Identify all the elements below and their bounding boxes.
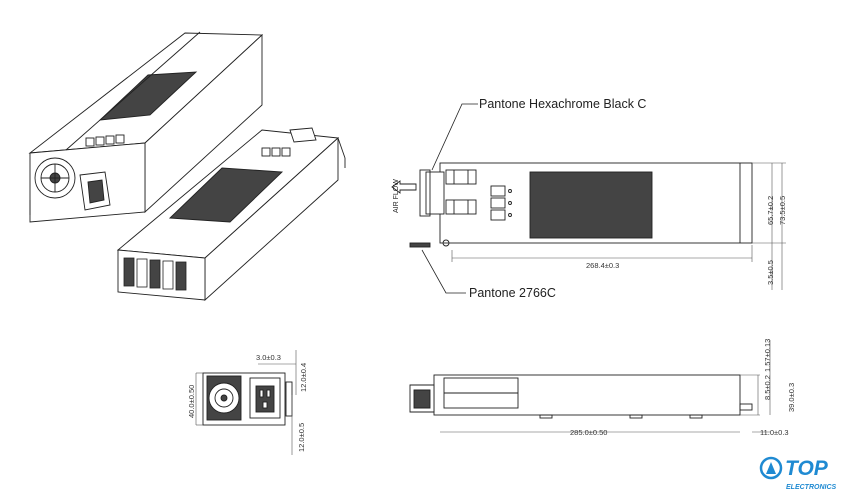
top-electronics-logo: TOP ELECTRONICS bbox=[759, 456, 837, 491]
side-view-dim-lines bbox=[440, 340, 771, 433]
airflow-label: AIR FLOW bbox=[393, 179, 400, 213]
dim-side-mid: 8.5±0.2 bbox=[763, 375, 772, 400]
dim-offset: 3.5±0.5 bbox=[766, 260, 775, 285]
logo-main: TOP bbox=[785, 457, 829, 480]
dim-side-height: 39.0±0.3 bbox=[787, 383, 796, 412]
dim-length-side: 285.0±0.50 bbox=[570, 428, 607, 437]
isometric-psu-front bbox=[116, 127, 346, 302]
dim-length-top: 268.4±0.3 bbox=[586, 261, 619, 270]
front-view-dim-lines bbox=[195, 350, 297, 455]
dim-side-top: 1.57±0.13 bbox=[763, 339, 772, 372]
side-view bbox=[409, 374, 753, 419]
callout-bottom: Pantone 2766C bbox=[469, 286, 556, 300]
callout-leaders bbox=[421, 103, 478, 294]
top-view-dim-lines bbox=[451, 162, 786, 290]
dim-front-top-side: 12.0±0.4 bbox=[299, 363, 308, 392]
isometric-psu-back bbox=[28, 31, 264, 223]
callout-top: Pantone Hexachrome Black C bbox=[479, 97, 646, 111]
front-view bbox=[202, 372, 293, 426]
dim-front-top: 3.0±0.3 bbox=[256, 353, 281, 362]
dim-tail: 11.0±0.3 bbox=[760, 428, 789, 437]
logo-mark-icon bbox=[759, 456, 783, 480]
dim-height-b: 73.5±0.5 bbox=[778, 196, 787, 225]
dim-height-a: 65.7±0.2 bbox=[766, 196, 775, 225]
dim-front-width: 40.0±0.50 bbox=[187, 385, 196, 418]
airflow-arrow bbox=[391, 180, 417, 194]
dim-front-bottom: 12.0±0.5 bbox=[297, 423, 306, 452]
top-view bbox=[409, 162, 753, 248]
logo-sub: ELECTRONICS bbox=[786, 484, 837, 491]
